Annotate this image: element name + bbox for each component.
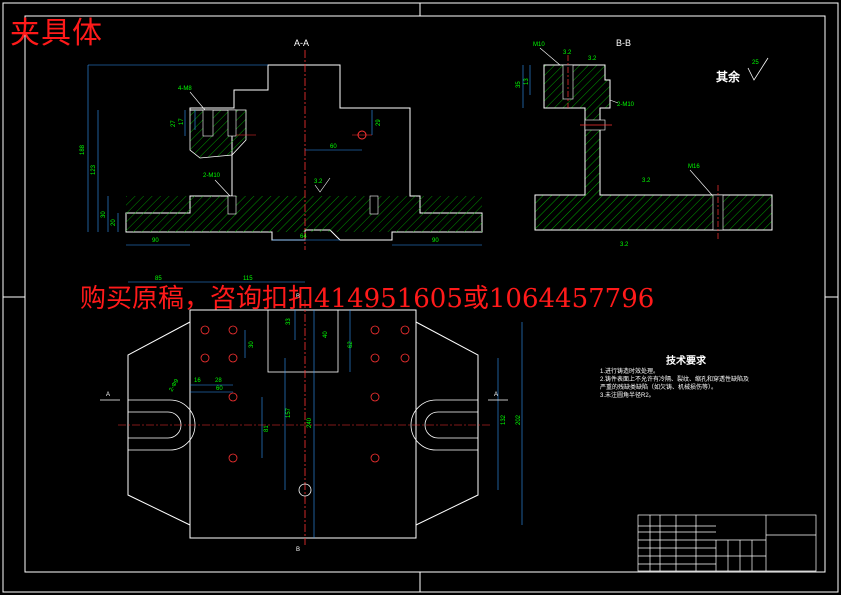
title-block [637,514,817,572]
aa-roughness: 3.2 [314,179,323,185]
svg-text:240: 240 [307,417,313,428]
rest-roughness-symbol [747,57,769,81]
plan-right-slot-inner [424,411,478,439]
bb-rough-1: 3.2 [563,50,572,56]
bb-rough-3: 3.2 [642,178,651,184]
aa-left-hatch [189,109,247,159]
aa-dim-17: 17 [179,118,185,125]
aa-dim-90-left: 90 [152,238,159,244]
tech-item-1: 1.进行铸造时效处理。 [600,369,660,375]
tech-item-2: 2.铸件表面上不允许有冷隔、裂纹、缩孔和穿透性缺陷及 [600,377,750,383]
rest-roughness-value: 25 [752,60,759,66]
svg-text:202: 202 [516,414,522,425]
svg-text:A: A [106,392,110,398]
aa-bolt-hole-right [369,195,379,215]
tech-requirements-list: 1.进行铸造时效处理。 2.铸件表面上不允许有冷隔、裂纹、缩孔和穿透性缺陷及 严… [600,368,800,400]
bb-body-outline [534,64,773,231]
svg-text:115: 115 [243,276,253,282]
section-aa-label: A-A [294,38,310,48]
tech-item-3: 严重的残缺类缺陷（如欠铸、机械损伤等）。 [600,385,718,391]
svg-text:28: 28 [215,378,222,384]
bb-thread-a: M10 [533,42,545,48]
svg-text:85: 85 [155,276,162,282]
aa-dim-20: 20 [111,219,117,226]
svg-text:B: B [296,547,300,553]
aa-dim-27: 27 [171,120,177,127]
svg-text:30: 30 [249,341,255,348]
plan-top-block [267,309,339,373]
plan-holes [200,325,410,497]
drawing-title: 夹具体 [10,16,103,51]
svg-text:A: A [494,392,498,398]
bb-thread-b: 2-M10 [617,102,635,108]
aa-center-thread [202,109,214,137]
plan-view: 85 115 2-Φ9 16 28 60 81 157 240 132 202 … [100,276,523,553]
aa-dim-123: 123 [91,164,97,175]
section-bb-label: B-B [616,38,632,48]
aa-dim-29: 29 [376,119,382,126]
watermark-text: 购买原稿，咨询扣扣414951605或1064457796 [80,284,655,314]
bb-thread-c: M16 [688,164,700,170]
aa-dim-90-right: 90 [432,238,439,244]
aa-dim-60: 60 [330,144,337,150]
svg-text:B: B [296,294,300,300]
bb-dim-13: 13 [524,78,530,85]
svg-text:33: 33 [286,318,292,325]
svg-text:81: 81 [264,425,270,432]
bb-rough-4: 3.2 [620,242,629,248]
svg-text:2-Φ9: 2-Φ9 [169,378,181,393]
aa-bolt-hole-left [227,195,237,215]
bb-dim-35: 35 [516,81,522,88]
aa-base-hatch [126,196,482,232]
inner-frame [24,15,826,573]
svg-text:16: 16 [194,378,201,384]
svg-text:40: 40 [323,331,329,338]
tech-requirements-title: 技术要求 [666,356,706,367]
svg-text:157: 157 [286,407,292,418]
aa-dim-188: 188 [80,144,86,155]
svg-text:132: 132 [501,414,507,425]
plan-right-slot [410,399,478,451]
tech-item-4: 3.未注圆角半径R2。 [600,393,655,399]
aa-center-thread-2 [227,109,237,137]
svg-text:62: 62 [348,341,354,348]
bb-rough-2: 3.2 [588,56,597,62]
aa-dim-64: 64 [300,234,307,240]
section-aa: 4-M8 2-M10 27 17 60 29 188 123 30 20 90 … [80,50,483,250]
aa-dim-30: 30 [101,211,107,218]
section-bb: M10 2-M10 M16 3.2 3.2 3.2 3.2 35 13 25 [516,42,773,248]
rest-roughness-label: 其余 [716,70,741,84]
plan-main-body [189,309,417,539]
aa-dim-thread-mid: 2-M10 [203,173,221,179]
aa-dim-thread-top: 4-M8 [178,86,192,92]
svg-text:60: 60 [216,386,223,392]
